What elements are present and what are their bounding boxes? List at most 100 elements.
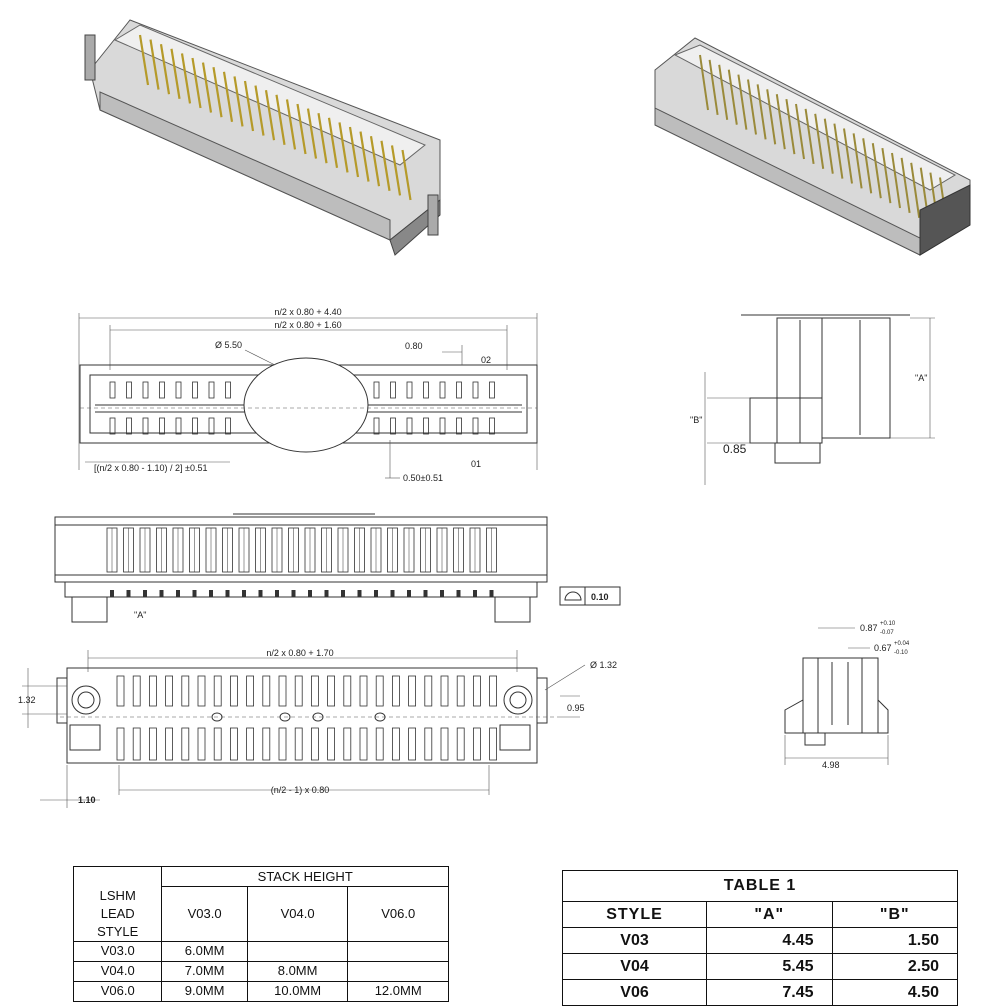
front-pin xyxy=(143,590,147,597)
pin-3d xyxy=(296,103,307,155)
bottom-pin xyxy=(262,675,271,707)
pin-3d xyxy=(833,123,844,179)
stack-height-table: STACK HEIGHT LSHM LEAD STYLE V03.0 V04.0… xyxy=(72,866,449,1002)
bottom-pin xyxy=(165,675,174,707)
top-pin xyxy=(159,381,165,399)
top-pin xyxy=(109,417,116,435)
pin-3d xyxy=(727,69,738,125)
bottom-pin xyxy=(408,675,417,707)
bottom-pin xyxy=(472,675,481,707)
dim-overall-width: n/2 x 0.80 + 4.40 xyxy=(274,307,341,317)
table1-title: TABLE 1 xyxy=(562,870,958,902)
front-pin xyxy=(242,590,246,597)
dim-pitch: 0.80 xyxy=(405,341,423,351)
bottom-pin xyxy=(424,727,433,761)
table1-a: 4.45 xyxy=(706,927,833,954)
top-pin xyxy=(373,417,380,435)
bottom-pin xyxy=(116,675,125,707)
front-pin xyxy=(341,590,345,597)
stack-cell: 9.0MM xyxy=(161,980,248,1002)
top-pin xyxy=(390,381,396,399)
pin-3d xyxy=(804,108,815,165)
bottom-pin xyxy=(489,675,498,707)
front-pin xyxy=(440,590,444,597)
pin-3d xyxy=(401,149,412,201)
corner-label-1: LSHM xyxy=(99,887,136,903)
pin-3d xyxy=(348,126,360,178)
stack-cell: 6.0MM xyxy=(161,940,248,962)
stack-col-header: V04.0 xyxy=(246,886,349,942)
pin-3d xyxy=(862,138,873,194)
pin-3d xyxy=(243,80,255,132)
ref-02: 02 xyxy=(481,355,491,365)
pin-3d xyxy=(138,34,150,86)
pin-3d xyxy=(766,89,777,145)
bottom-pin xyxy=(278,675,287,707)
top-pin xyxy=(175,381,182,399)
bottom-pin xyxy=(343,727,352,761)
top-pin xyxy=(456,381,462,399)
stack-col-header: V03.0 xyxy=(161,886,248,942)
dim-inner-width: n/2 x 0.80 + 1.60 xyxy=(274,320,341,330)
pin-3d xyxy=(201,62,213,113)
corner-label-2: LEAD xyxy=(100,905,135,921)
bottom-pin xyxy=(391,675,400,707)
end-dim-087-tol-bot: -0.07 xyxy=(880,630,894,636)
table1-b: 1.50 xyxy=(831,927,959,954)
front-pin xyxy=(209,590,213,597)
dim-edge-110: 1.10 xyxy=(78,795,96,805)
top-pin xyxy=(208,417,215,435)
pin-3d xyxy=(264,90,276,141)
pin-3d xyxy=(254,85,265,136)
bottom-pin xyxy=(375,675,384,707)
bottom-pin xyxy=(456,675,465,707)
top-pin xyxy=(192,381,198,399)
top-pin xyxy=(472,417,479,435)
pin-3d xyxy=(785,98,796,155)
stack-cell: 10.0MM xyxy=(246,980,349,1002)
side-dim-085: 0.85 xyxy=(723,442,747,456)
top-pin xyxy=(406,381,413,399)
top-pin xyxy=(439,381,446,399)
bottom-pin xyxy=(165,727,174,761)
bottom-pin xyxy=(424,675,433,707)
bottom-pin xyxy=(148,727,157,761)
front-view: "A" 0.10 xyxy=(54,513,621,623)
bottom-pin xyxy=(229,727,238,761)
pin-3d xyxy=(359,131,370,182)
pin-3d xyxy=(390,145,402,196)
dim-left-132: 1.32 xyxy=(18,695,36,705)
top-pin xyxy=(390,417,396,435)
pin-3d xyxy=(338,122,349,173)
end-dim-067-tol-bot: -0.10 xyxy=(894,650,908,656)
pin-3d xyxy=(380,140,391,191)
mechanical-drawing: n/2 x 0.80 + 4.40 n/2 x 0.80 + 1.60 Ø 5.… xyxy=(18,19,971,808)
connector-3d-render-right xyxy=(654,37,971,256)
dim-bottom-width: n/2 x 0.80 + 1.70 xyxy=(266,648,333,658)
pin-3d xyxy=(180,53,192,104)
top-pin xyxy=(225,417,231,435)
stack-cell xyxy=(347,960,449,982)
front-pin xyxy=(374,590,378,597)
table1-col-header: "B" xyxy=(831,901,959,928)
pin-3d xyxy=(814,113,825,169)
front-pin xyxy=(192,590,197,597)
bottom-pin xyxy=(197,727,206,761)
bottom-pin xyxy=(278,727,287,761)
bottom-pin xyxy=(116,727,125,761)
pin-3d xyxy=(159,44,171,95)
top-pin xyxy=(439,417,446,435)
front-pin xyxy=(407,590,411,597)
pin-3d xyxy=(881,147,892,204)
front-pin xyxy=(308,590,312,597)
side-view: "A" "B" 0.85 xyxy=(690,314,935,485)
stack-col-header: V06.0 xyxy=(347,886,449,942)
front-pin xyxy=(110,590,114,597)
table-row: V03 4.45 1.50 xyxy=(561,927,959,954)
top-pin xyxy=(159,417,165,435)
front-pin xyxy=(456,590,461,597)
table-row: V06.0 9.0MM 10.0MM 12.0MM xyxy=(72,980,449,1002)
table-1: TABLE 1 STYLE "A" "B" V03 4.45 1.50 V04 … xyxy=(561,870,959,1006)
bottom-pin xyxy=(132,727,141,761)
bottom-pin xyxy=(343,675,352,707)
